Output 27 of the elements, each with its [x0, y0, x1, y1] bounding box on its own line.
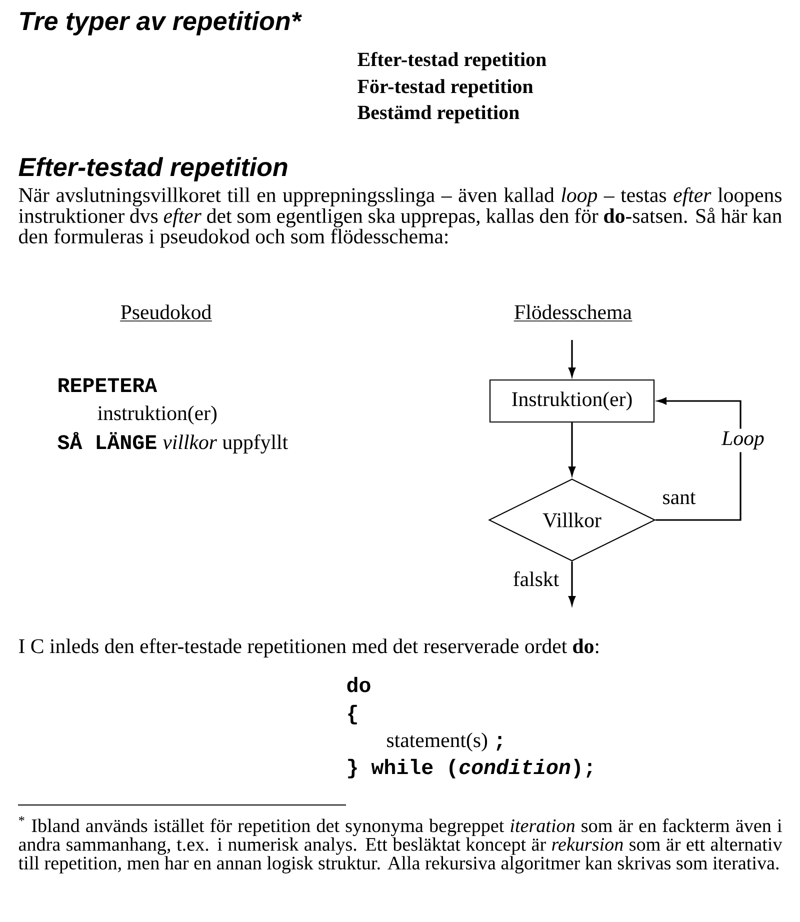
branch-label: sant: [663, 492, 696, 504]
pseudocode-keyword: REPETERA: [58, 378, 158, 392]
heading: Efter-testad repetition: [18, 157, 288, 182]
paragraph: När avslutningsvillkoret till en upprepningsslinga – även kallad loop – testas efter loopens instruktioner dvs efter det som egentligen ska upprepas, kallas den för do-satsen. Så här kan den formuleras i pseudokod och som flödesschema:: [18, 187, 782, 248]
pseudocode-line: villkor uppfyllt: [162, 434, 288, 454]
list-item: Bestämd repetition: [358, 105, 520, 124]
code-line: do: [347, 676, 370, 692]
arrow: [568, 340, 576, 377]
arrow: [568, 562, 576, 606]
pseudocode-line: instruktion(er): [98, 406, 217, 424]
list-item: Efter-testad repetition: [358, 52, 546, 70]
arrow: [656, 398, 742, 521]
code-line: {: [348, 704, 357, 724]
edge-label: falskt: [510, 568, 562, 589]
list-item: För-testad repetition: [358, 79, 534, 98]
column-heading: Pseudokod: [120, 304, 212, 322]
arrow: [568, 422, 576, 476]
column-heading: Flödesschema: [513, 304, 633, 322]
process-box: Instruktion(er): [489, 379, 655, 423]
pseudocode-keyword: SÅ LÄNGE: [58, 432, 156, 450]
edge-label: Loop: [718, 428, 768, 452]
heading: Tre typer av repetition*: [20, 11, 302, 36]
code-line: } while (condition);: [348, 758, 592, 778]
text-line: I C inleds den efter-testade repetitionen med det reserverade ordet do:: [19, 638, 598, 658]
code-line: ;: [496, 736, 502, 751]
code-line: statement(s): [387, 732, 488, 752]
footnote: $^{*}$ Ibland används istället för repetition det synonyma begreppet iteration som är en fackterm även i andra sammanhang, t.ex. i numerisk analys. Ett besläktat koncept är rekursion som är ett alternativ till repetition, men har en annan logisk struktur. Alla rekursiva algoritmer kan skrivas som iterativa.: [18, 816, 782, 874]
